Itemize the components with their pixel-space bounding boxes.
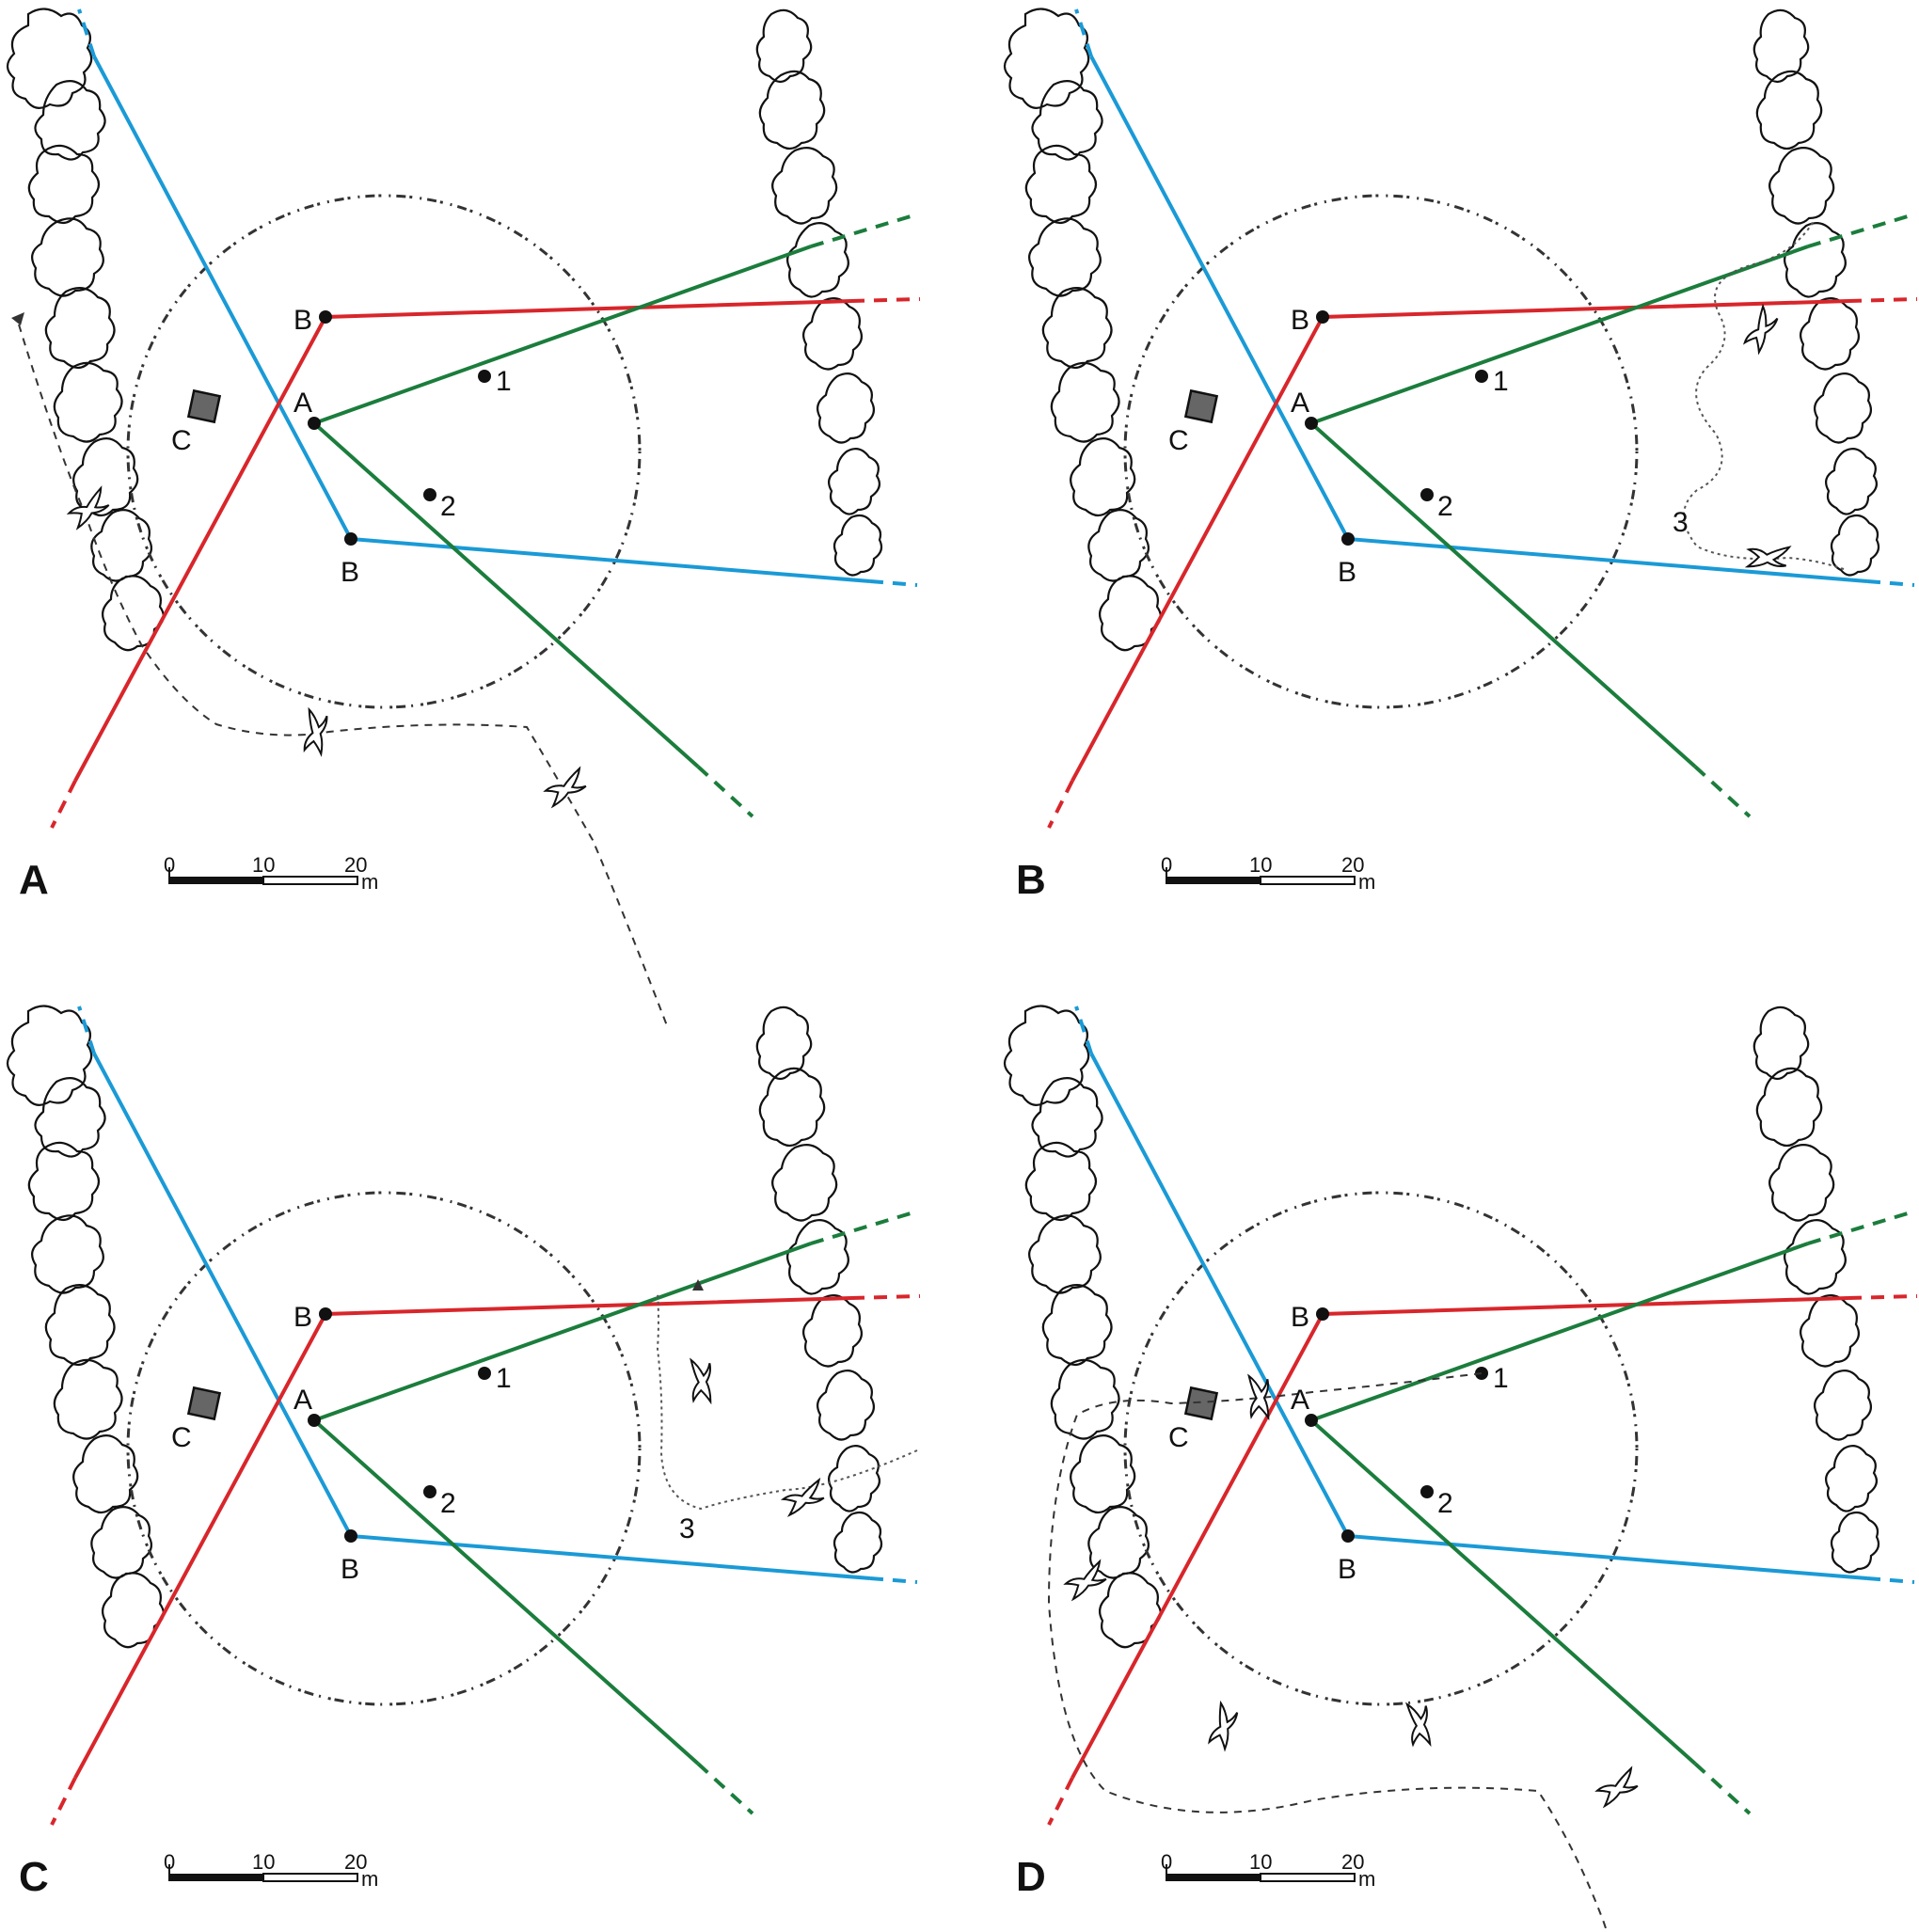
label-point-c: C [171,425,192,456]
flight-path-3 [1683,220,1845,575]
scale-tick-20: 20 [1341,1850,1364,1874]
scale-tick-10: 10 [252,853,275,877]
label-point-b: B [1291,1302,1309,1333]
scale-unit: m [1358,870,1375,894]
label-point-b: B [293,1302,312,1333]
scale-unit: m [1358,1867,1375,1891]
arrowhead-icon [11,312,24,325]
labels-panel-d: B A C 1 2 B D 0 10 20 m [1016,1302,1509,1900]
label-point-1: 1 [1493,366,1509,397]
scale-unit: m [361,870,378,894]
label-point-1: 1 [1493,1363,1509,1394]
label-point-2: 2 [440,491,456,522]
label-point-b: B [1338,557,1356,588]
flight-path-3 [656,1279,918,1517]
panel-d [1005,1006,1917,1932]
panel-letter-b: B [1016,857,1046,903]
label-point-3: 3 [1673,507,1689,538]
scale-tick-20: 20 [344,853,367,877]
label-point-2: 2 [440,1488,456,1519]
labels-panel-b: B A C 1 2 B 3 B 0 10 20 m [1016,305,1689,903]
panel-a [8,8,920,1029]
label-point-3: 3 [679,1513,695,1544]
panel-c [8,1006,920,1881]
label-point-a: A [1291,1385,1309,1416]
arrowhead-icon [692,1279,704,1291]
scale-tick-0: 0 [164,853,175,877]
panel-b [1005,8,1917,884]
label-point-b: B [1338,1554,1356,1585]
scale-tick-0: 0 [1161,853,1172,877]
label-point-a: A [293,388,312,419]
scale-tick-0: 0 [1161,1850,1172,1874]
label-point-b: B [293,305,312,336]
label-point-a: A [293,1385,312,1416]
label-point-b: B [1291,305,1309,336]
panel-letter-a: A [19,857,49,903]
label-point-1: 1 [496,366,512,397]
scale-unit: m [361,1867,378,1891]
scale-tick-20: 20 [344,1850,367,1874]
scale-tick-10: 10 [1249,853,1272,877]
scale-tick-10: 10 [252,1850,275,1874]
label-point-1: 1 [496,1363,512,1394]
scale-tick-0: 0 [164,1850,175,1874]
flight-path [1047,1372,1641,1932]
label-point-c: C [1168,1422,1189,1453]
label-point-a: A [1291,388,1309,419]
label-point-c: C [171,1422,192,1453]
scale-tick-10: 10 [1249,1850,1272,1874]
label-point-2: 2 [1437,1488,1453,1519]
label-point-c: C [1168,425,1189,456]
labels-panel-a: B A C 1 2 B A 0 10 20 m [19,305,512,903]
label-point-2: 2 [1437,491,1453,522]
label-point-b: B [341,1554,359,1585]
label-point-b: B [341,557,359,588]
flight-path [11,312,669,1029]
panel-letter-c: C [19,1854,49,1900]
labels-panel-c: B A C 1 2 B 3 C 0 10 20 m [19,1302,695,1900]
scale-tick-20: 20 [1341,853,1364,877]
panel-letter-d: D [1016,1854,1046,1900]
